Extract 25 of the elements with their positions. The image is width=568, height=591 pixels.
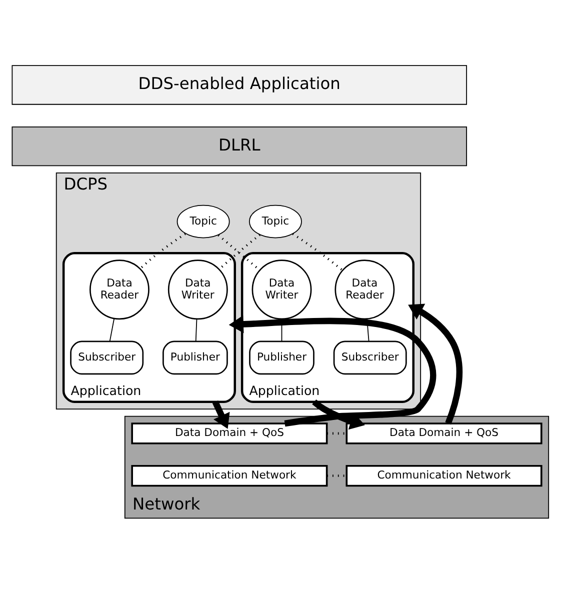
arrow [312, 399, 365, 430]
connector [195, 318, 198, 342]
connector [366, 318, 370, 342]
node-ellipse: Topic [248, 204, 302, 238]
node-box: Data Domain + QoS [131, 422, 328, 444]
connector [292, 232, 344, 272]
connector [109, 318, 115, 342]
node-box: Subscriber [333, 340, 407, 375]
node-box: DLRL [12, 126, 468, 166]
arrow [228, 315, 436, 427]
node-box: Publisher [249, 340, 314, 375]
node-box: Communication Network [346, 464, 542, 487]
arrow [212, 400, 230, 429]
node-box: Communication Network [131, 464, 328, 487]
arrow [408, 304, 463, 424]
node-circle: Data Writer [252, 260, 312, 320]
node-box: Publisher [162, 340, 228, 375]
node-box: DDS-enabled Application [12, 65, 468, 105]
node-circle: Data Writer [168, 260, 228, 320]
node-box: Subscriber [70, 340, 144, 375]
node-ellipse: Topic [176, 204, 230, 238]
node-circle: Data Reader [334, 260, 395, 320]
connector [140, 232, 186, 270]
node-box: Data Domain + QoS [346, 422, 542, 444]
node-circle: Data Reader [90, 260, 150, 320]
